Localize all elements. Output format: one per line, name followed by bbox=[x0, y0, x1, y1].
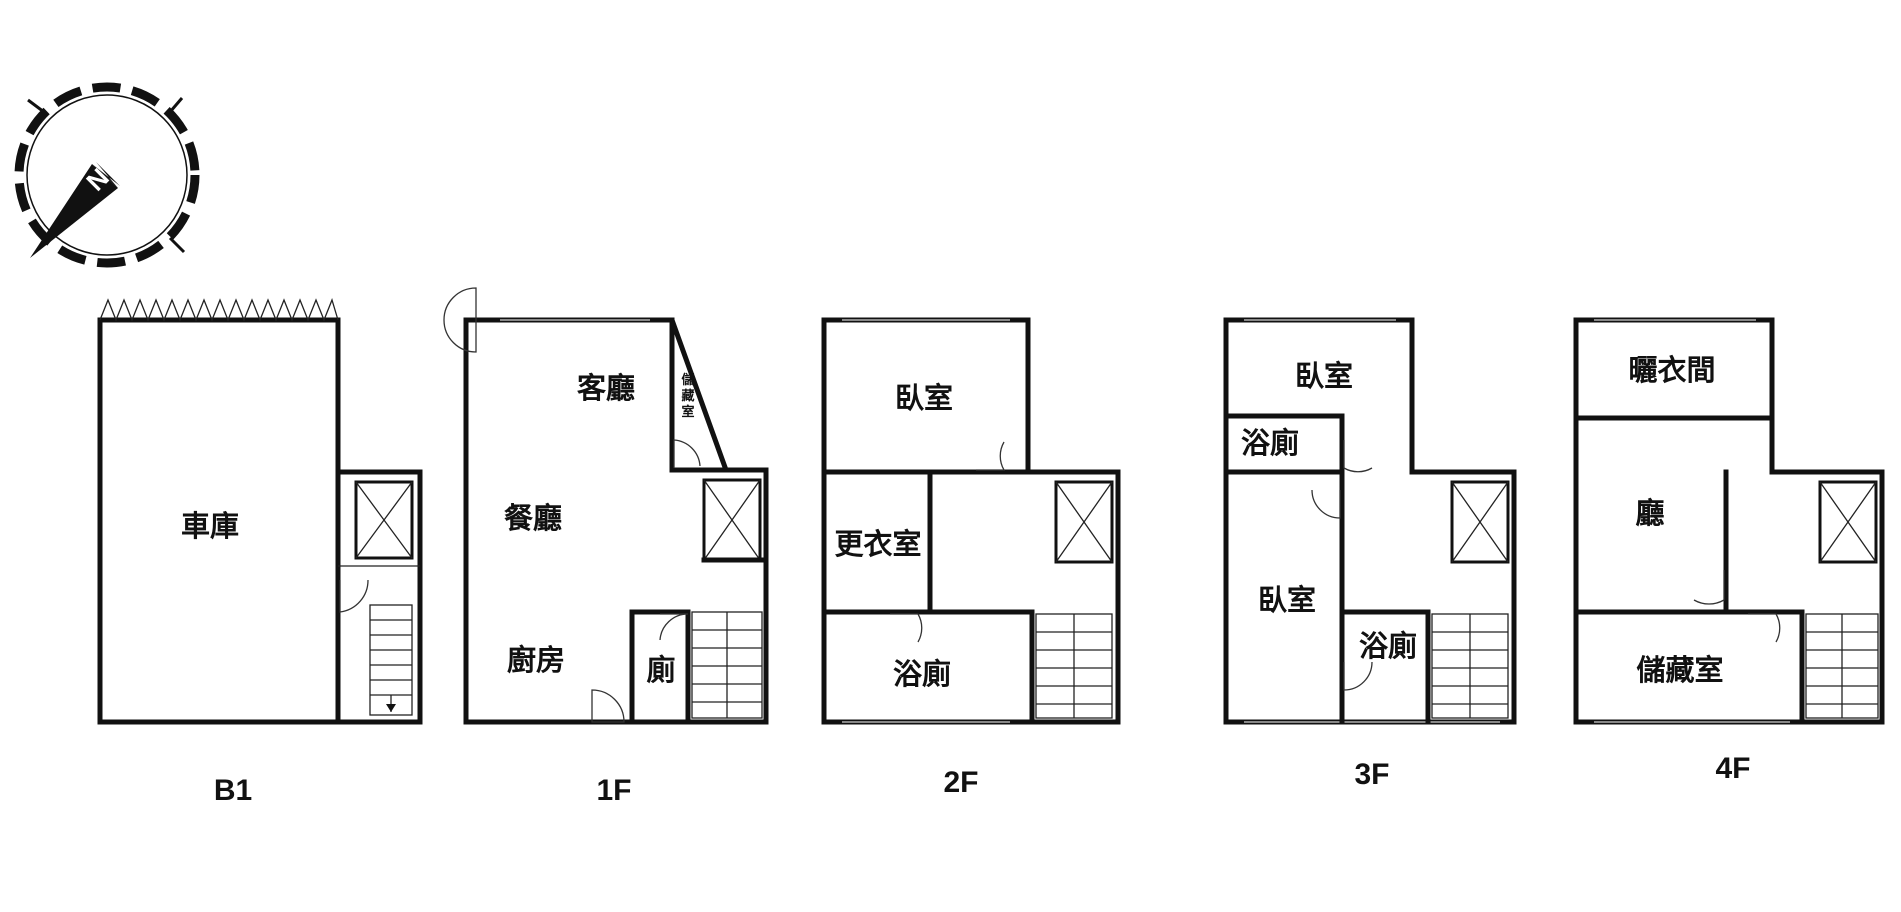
room-toilet: 廁 bbox=[646, 653, 675, 687]
stairs-icon bbox=[1805, 613, 1879, 719]
room-living: 客廳 bbox=[577, 371, 635, 405]
stairs-icon bbox=[1431, 613, 1509, 719]
stairs-icon bbox=[369, 604, 413, 716]
floor-label-2f: 2F bbox=[943, 766, 978, 799]
floor-label-b1: B1 bbox=[214, 774, 252, 807]
floor-label-1f: 1F bbox=[596, 774, 631, 807]
room-bedroom2-3f: 臥室 bbox=[1258, 583, 1316, 617]
room-laundry-4f: 曬衣間 bbox=[1628, 353, 1715, 387]
room-closet-2f: 更衣室 bbox=[834, 527, 921, 561]
room-bath2-3f: 浴廁 bbox=[1359, 629, 1417, 663]
room-dining: 餐廳 bbox=[504, 501, 562, 535]
room-storage-4f: 儲藏室 bbox=[1636, 653, 1723, 687]
compass-icon: N bbox=[14, 82, 200, 268]
stairs-icon bbox=[691, 611, 763, 719]
floor-plan-3f: 臥室 浴廁 臥室 浴廁 3F bbox=[1223, 317, 1517, 791]
room-hall-4f: 廳 bbox=[1635, 496, 1664, 530]
stairs-icon bbox=[1035, 613, 1113, 719]
room-storage-1f: 儲藏室 bbox=[680, 372, 694, 420]
room-bedroom-2f: 臥室 bbox=[895, 381, 953, 415]
room-bedroom1-3f: 臥室 bbox=[1295, 359, 1353, 393]
room-bath-2f: 浴廁 bbox=[893, 657, 951, 691]
floor-label-3f: 3F bbox=[1354, 758, 1389, 791]
floor-plan-b1: 車庫 B1 bbox=[97, 298, 423, 807]
floor-plan-1f: 儲藏室 廁 客廳 餐廳 廚房 1F bbox=[443, 287, 769, 807]
floor-label-4f: 4F bbox=[1715, 752, 1750, 785]
floor-plan-4f: 曬衣間 廳 儲藏室 4F bbox=[1573, 317, 1885, 785]
floor-plan-2f: 臥室 更衣室 浴廁 2F bbox=[821, 317, 1121, 799]
room-bath1-3f: 浴廁 bbox=[1241, 426, 1299, 460]
room-garage: 車庫 bbox=[181, 509, 239, 543]
room-kitchen: 廚房 bbox=[507, 643, 565, 677]
